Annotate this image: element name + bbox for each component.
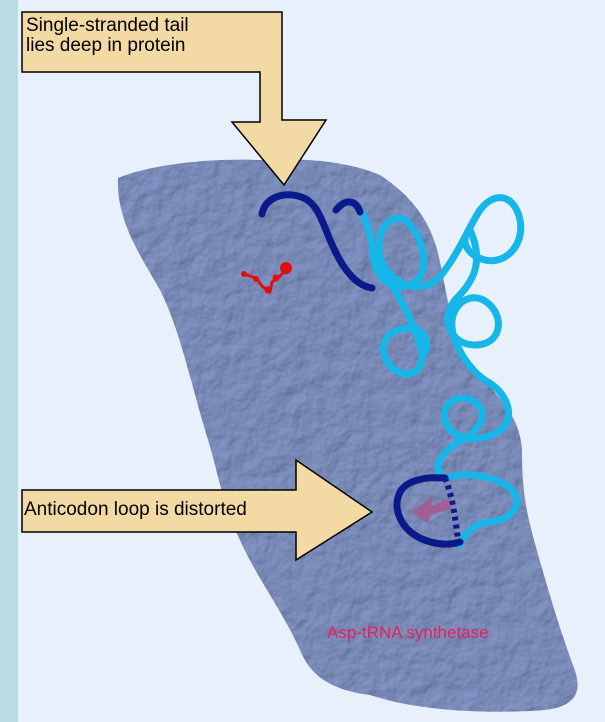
tail-label-line2: lies deep in protein <box>26 36 189 56</box>
synthetase-label: Asp-tRNA synthetase <box>327 624 489 642</box>
anticodon-callout-label: Anticodon loop is distorted <box>24 500 247 520</box>
tail-label-line1: Single-stranded tail <box>26 16 189 36</box>
tail-callout-label: Single-stranded tail lies deep in protei… <box>26 16 189 56</box>
